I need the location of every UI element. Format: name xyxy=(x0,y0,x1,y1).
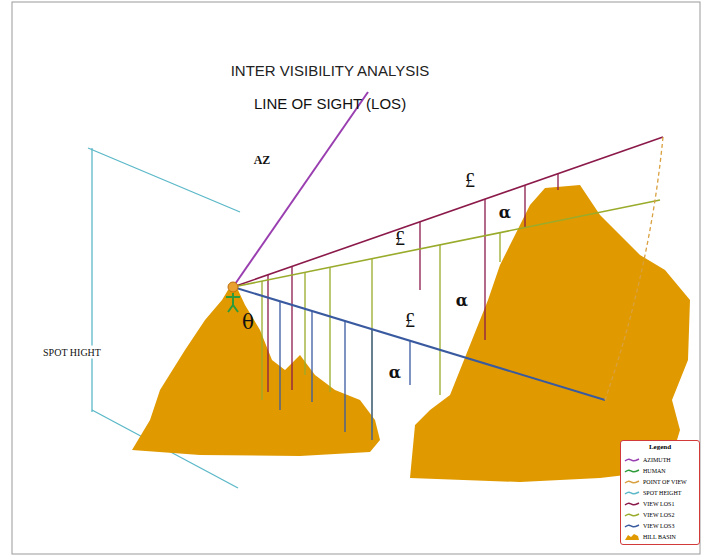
subtitle: LINE OF SIGHT (LOS) xyxy=(254,95,406,112)
drop-line xyxy=(261,281,262,400)
frame xyxy=(12,2,700,554)
legend-heading: Legend xyxy=(624,443,696,451)
legend-swatch xyxy=(624,467,640,475)
sight-drops xyxy=(262,174,558,440)
drop-line xyxy=(291,266,292,390)
title: INTER VISIBILITY ANALYSIS xyxy=(231,62,430,79)
legend-swatch xyxy=(624,478,640,486)
legend-text: AZIMUTH xyxy=(643,457,671,463)
legend-row: SPOT HEIGHT xyxy=(624,487,696,498)
point-of-view-arc xyxy=(605,137,663,400)
distance-symbol: £ xyxy=(395,227,405,250)
drop-line xyxy=(499,233,500,262)
distance-symbol: £ xyxy=(405,309,415,332)
drop-line xyxy=(279,301,280,410)
legend-text: HUMAN xyxy=(643,468,666,474)
point-of-view xyxy=(228,282,238,292)
drop-line xyxy=(439,245,440,395)
legend-text: SPOT HEIGHT xyxy=(643,490,681,496)
legend-swatch xyxy=(624,511,640,519)
drop-line xyxy=(311,311,312,402)
drop-line xyxy=(557,174,558,190)
alpha-symbol: α xyxy=(499,203,511,222)
los2-line xyxy=(233,200,660,287)
drop-line xyxy=(329,267,330,392)
drop-line xyxy=(524,185,525,228)
legend-row: AZIMUTH xyxy=(624,454,696,465)
drop-line xyxy=(371,329,372,440)
legend-row: VIEW LOS2 xyxy=(624,509,696,520)
legend-swatch xyxy=(624,522,640,530)
alpha-symbol: α xyxy=(389,363,401,382)
drop-line xyxy=(484,199,485,340)
legend-row: POINT OF VIEW xyxy=(624,476,696,487)
alpha-symbol: α xyxy=(456,291,468,310)
drop-line xyxy=(419,222,420,290)
legend-row: HUMAN xyxy=(624,465,696,476)
legend-row: VIEW LOS3 xyxy=(624,520,696,531)
legend-swatch xyxy=(624,456,640,464)
legend-row: VIEW LOS1 xyxy=(624,498,696,509)
drop-line xyxy=(267,275,268,392)
drop-line xyxy=(409,341,410,385)
legend-text: VIEW LOS1 xyxy=(643,501,674,507)
legend-box: LegendAZIMUTH HUMAN POINT OF VIEW SPOT HEIG… xyxy=(620,440,700,545)
legend-text: POINT OF VIEW xyxy=(643,479,687,485)
los1-line xyxy=(233,137,663,287)
distance-symbol: £ xyxy=(465,169,475,192)
legend-swatch xyxy=(624,500,640,508)
spot-height-label: SPOT HIGHT xyxy=(41,346,103,359)
hill-basin xyxy=(410,185,690,482)
legend-row: HILL BASIN xyxy=(624,531,696,542)
legend-text: VIEW LOS3 xyxy=(643,523,674,529)
legend-text: HILL BASIN xyxy=(643,534,676,540)
los3-line xyxy=(233,287,605,400)
legend-text: VIEW LOS2 xyxy=(643,512,674,518)
hill-basin xyxy=(132,290,380,456)
drop-line xyxy=(304,272,305,375)
angle-symbol: θ xyxy=(242,310,254,334)
azimuth-label: AZ xyxy=(254,153,271,168)
legend-swatch xyxy=(624,489,640,497)
legend-swatch xyxy=(624,533,640,541)
azimuth-line xyxy=(233,92,368,287)
human-symbol xyxy=(226,293,240,312)
drop-line xyxy=(344,321,345,432)
